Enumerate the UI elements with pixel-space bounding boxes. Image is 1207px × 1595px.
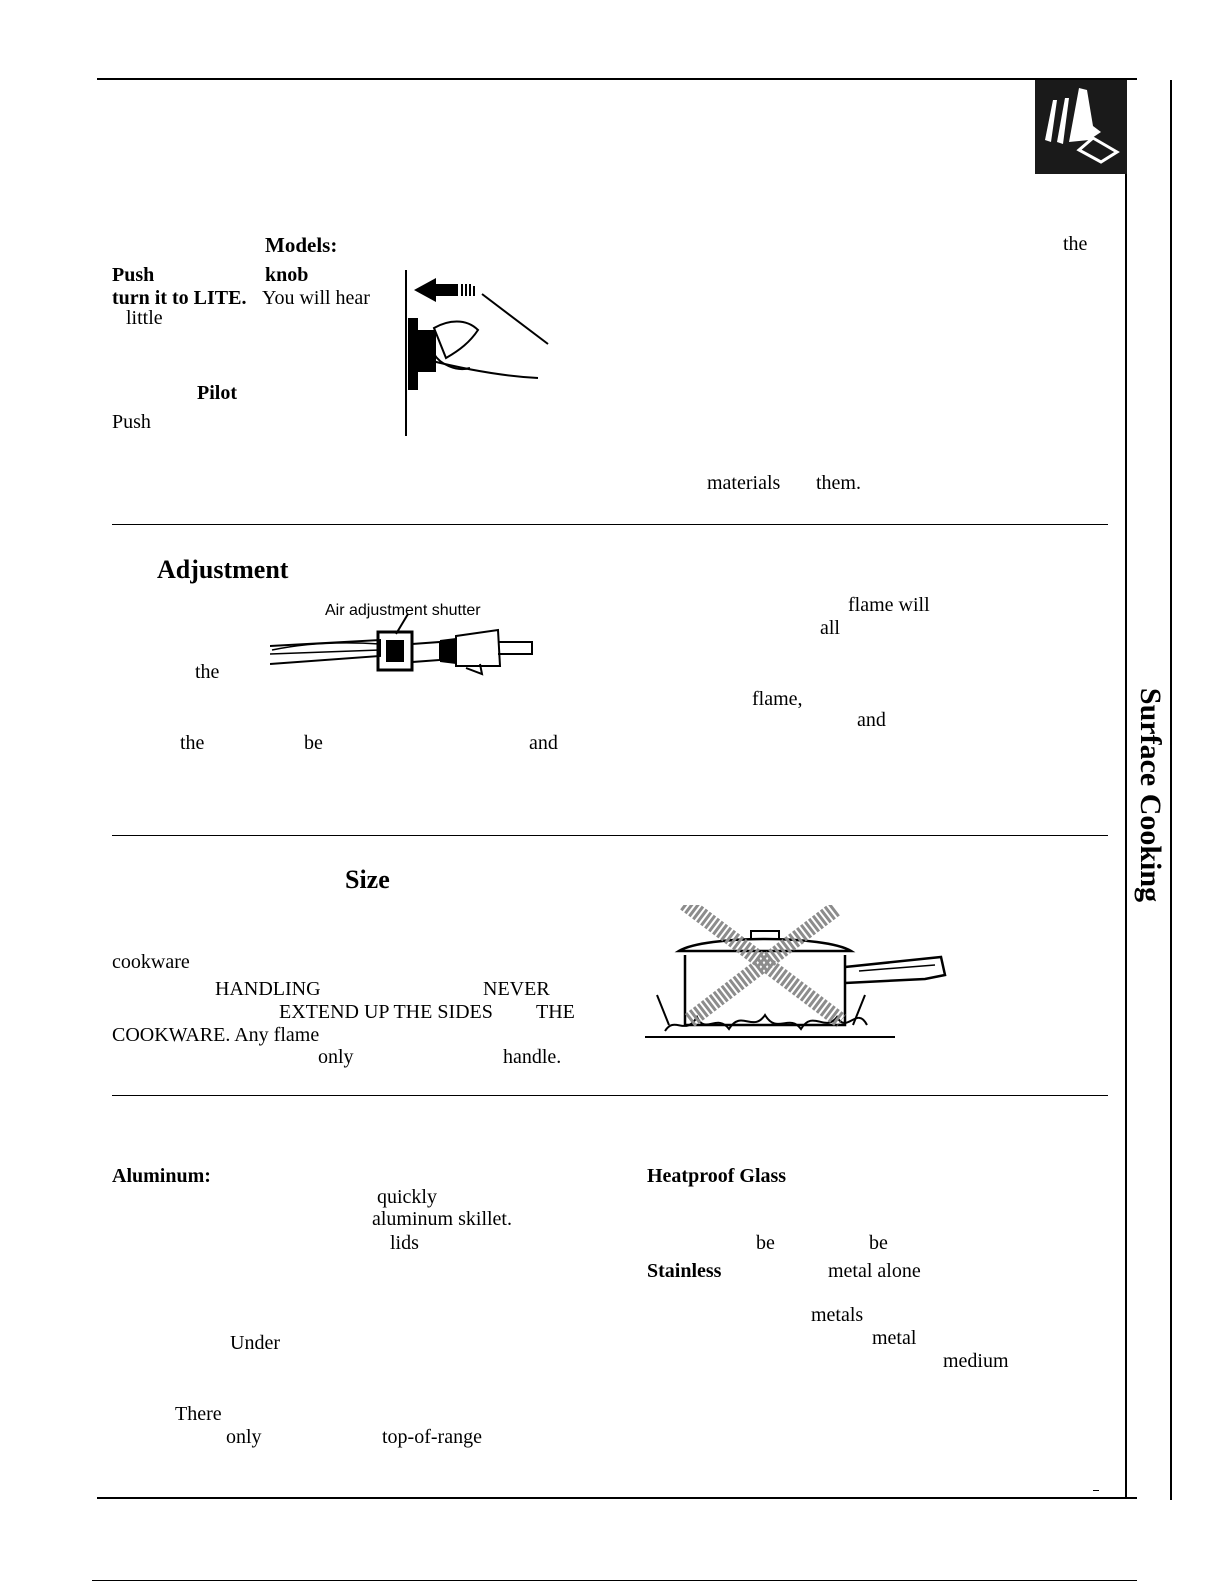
knob-bold: knob: [265, 264, 309, 286]
section-divider-1: [112, 524, 1108, 525]
top-rule: [97, 78, 1137, 80]
cookware-any-flame: COOKWARE. Any flame: [112, 1024, 320, 1046]
under-word: Under: [230, 1332, 280, 1354]
you-will-hear: You will hear: [262, 287, 370, 309]
them-word: them.: [816, 472, 861, 494]
the-caps: THE: [536, 1001, 575, 1023]
quickly-word: quickly: [377, 1186, 437, 1208]
bottom-dash: [1093, 1490, 1099, 1491]
the-right-col: the: [1063, 233, 1088, 255]
side-tab-label: Surface Cooking: [1134, 665, 1167, 925]
stainless-heading: Stainless: [647, 1260, 722, 1282]
air-shutter-illustration: [270, 613, 533, 676]
knob-push-illustration: [405, 270, 549, 436]
aluminum-heading: Aluminum:: [112, 1165, 211, 1187]
push-bold: Push: [112, 264, 155, 286]
pilot-bold: Pilot: [197, 382, 237, 404]
only-word-2: only: [226, 1426, 262, 1448]
extend-caps: EXTEND UP THE SIDES: [279, 1001, 493, 1023]
hand-pressing-button-icon: [1045, 88, 1120, 164]
flame-will: flame will: [848, 594, 930, 616]
handling-caps: HANDLING: [215, 978, 321, 1000]
size-heading: Size: [345, 865, 390, 894]
and-word: and: [529, 732, 558, 754]
footer-rule: [92, 1580, 1137, 1581]
right-border-inner: [1125, 78, 1127, 1498]
heatproof-glass-heading: Heatproof Glass: [647, 1165, 787, 1187]
push-text: Push: [112, 411, 151, 433]
the-word-1: the: [195, 661, 220, 683]
there-word: There: [175, 1403, 222, 1425]
metals-word: metals: [811, 1304, 864, 1326]
metal-word: metal: [872, 1327, 917, 1349]
section-divider-3: [112, 1095, 1108, 1096]
pot-flame-illustration: [645, 905, 947, 1038]
be-word-4: be: [869, 1232, 888, 1254]
corner-tab: [1035, 80, 1127, 174]
aluminum-skillet: aluminum skillet.: [372, 1208, 512, 1230]
right-border-outer: [1170, 80, 1172, 1500]
only-word: only: [318, 1046, 354, 1068]
medium-word: medium: [943, 1350, 1009, 1372]
flame-comma: flame,: [752, 688, 803, 710]
little-text: little: [126, 307, 163, 329]
bottom-rule: [97, 1497, 1137, 1499]
metal-alone: metal alone: [828, 1260, 921, 1282]
adjustment-heading: Adjustment: [157, 555, 289, 584]
section-divider-2: [112, 835, 1108, 836]
top-of-range: top-of-range: [382, 1426, 482, 1448]
be-word-3: be: [756, 1232, 775, 1254]
materials-word: materials: [707, 472, 781, 494]
and-word-2: and: [857, 709, 886, 731]
be-word: be: [304, 732, 323, 754]
air-shutter-label: Air adjustment shutter: [325, 602, 481, 619]
side-tab-text: Surface Cooking: [1134, 687, 1167, 903]
the-word-2: the: [180, 732, 205, 754]
cookware-word: cookware: [112, 951, 190, 973]
lids-word: lids: [390, 1232, 419, 1254]
models-heading: Models:: [265, 233, 338, 257]
handle-word: handle.: [503, 1046, 562, 1068]
all-word: all: [820, 617, 840, 639]
never-caps: NEVER: [483, 978, 550, 1000]
turn-to-lite: turn it to LITE.: [112, 287, 247, 309]
